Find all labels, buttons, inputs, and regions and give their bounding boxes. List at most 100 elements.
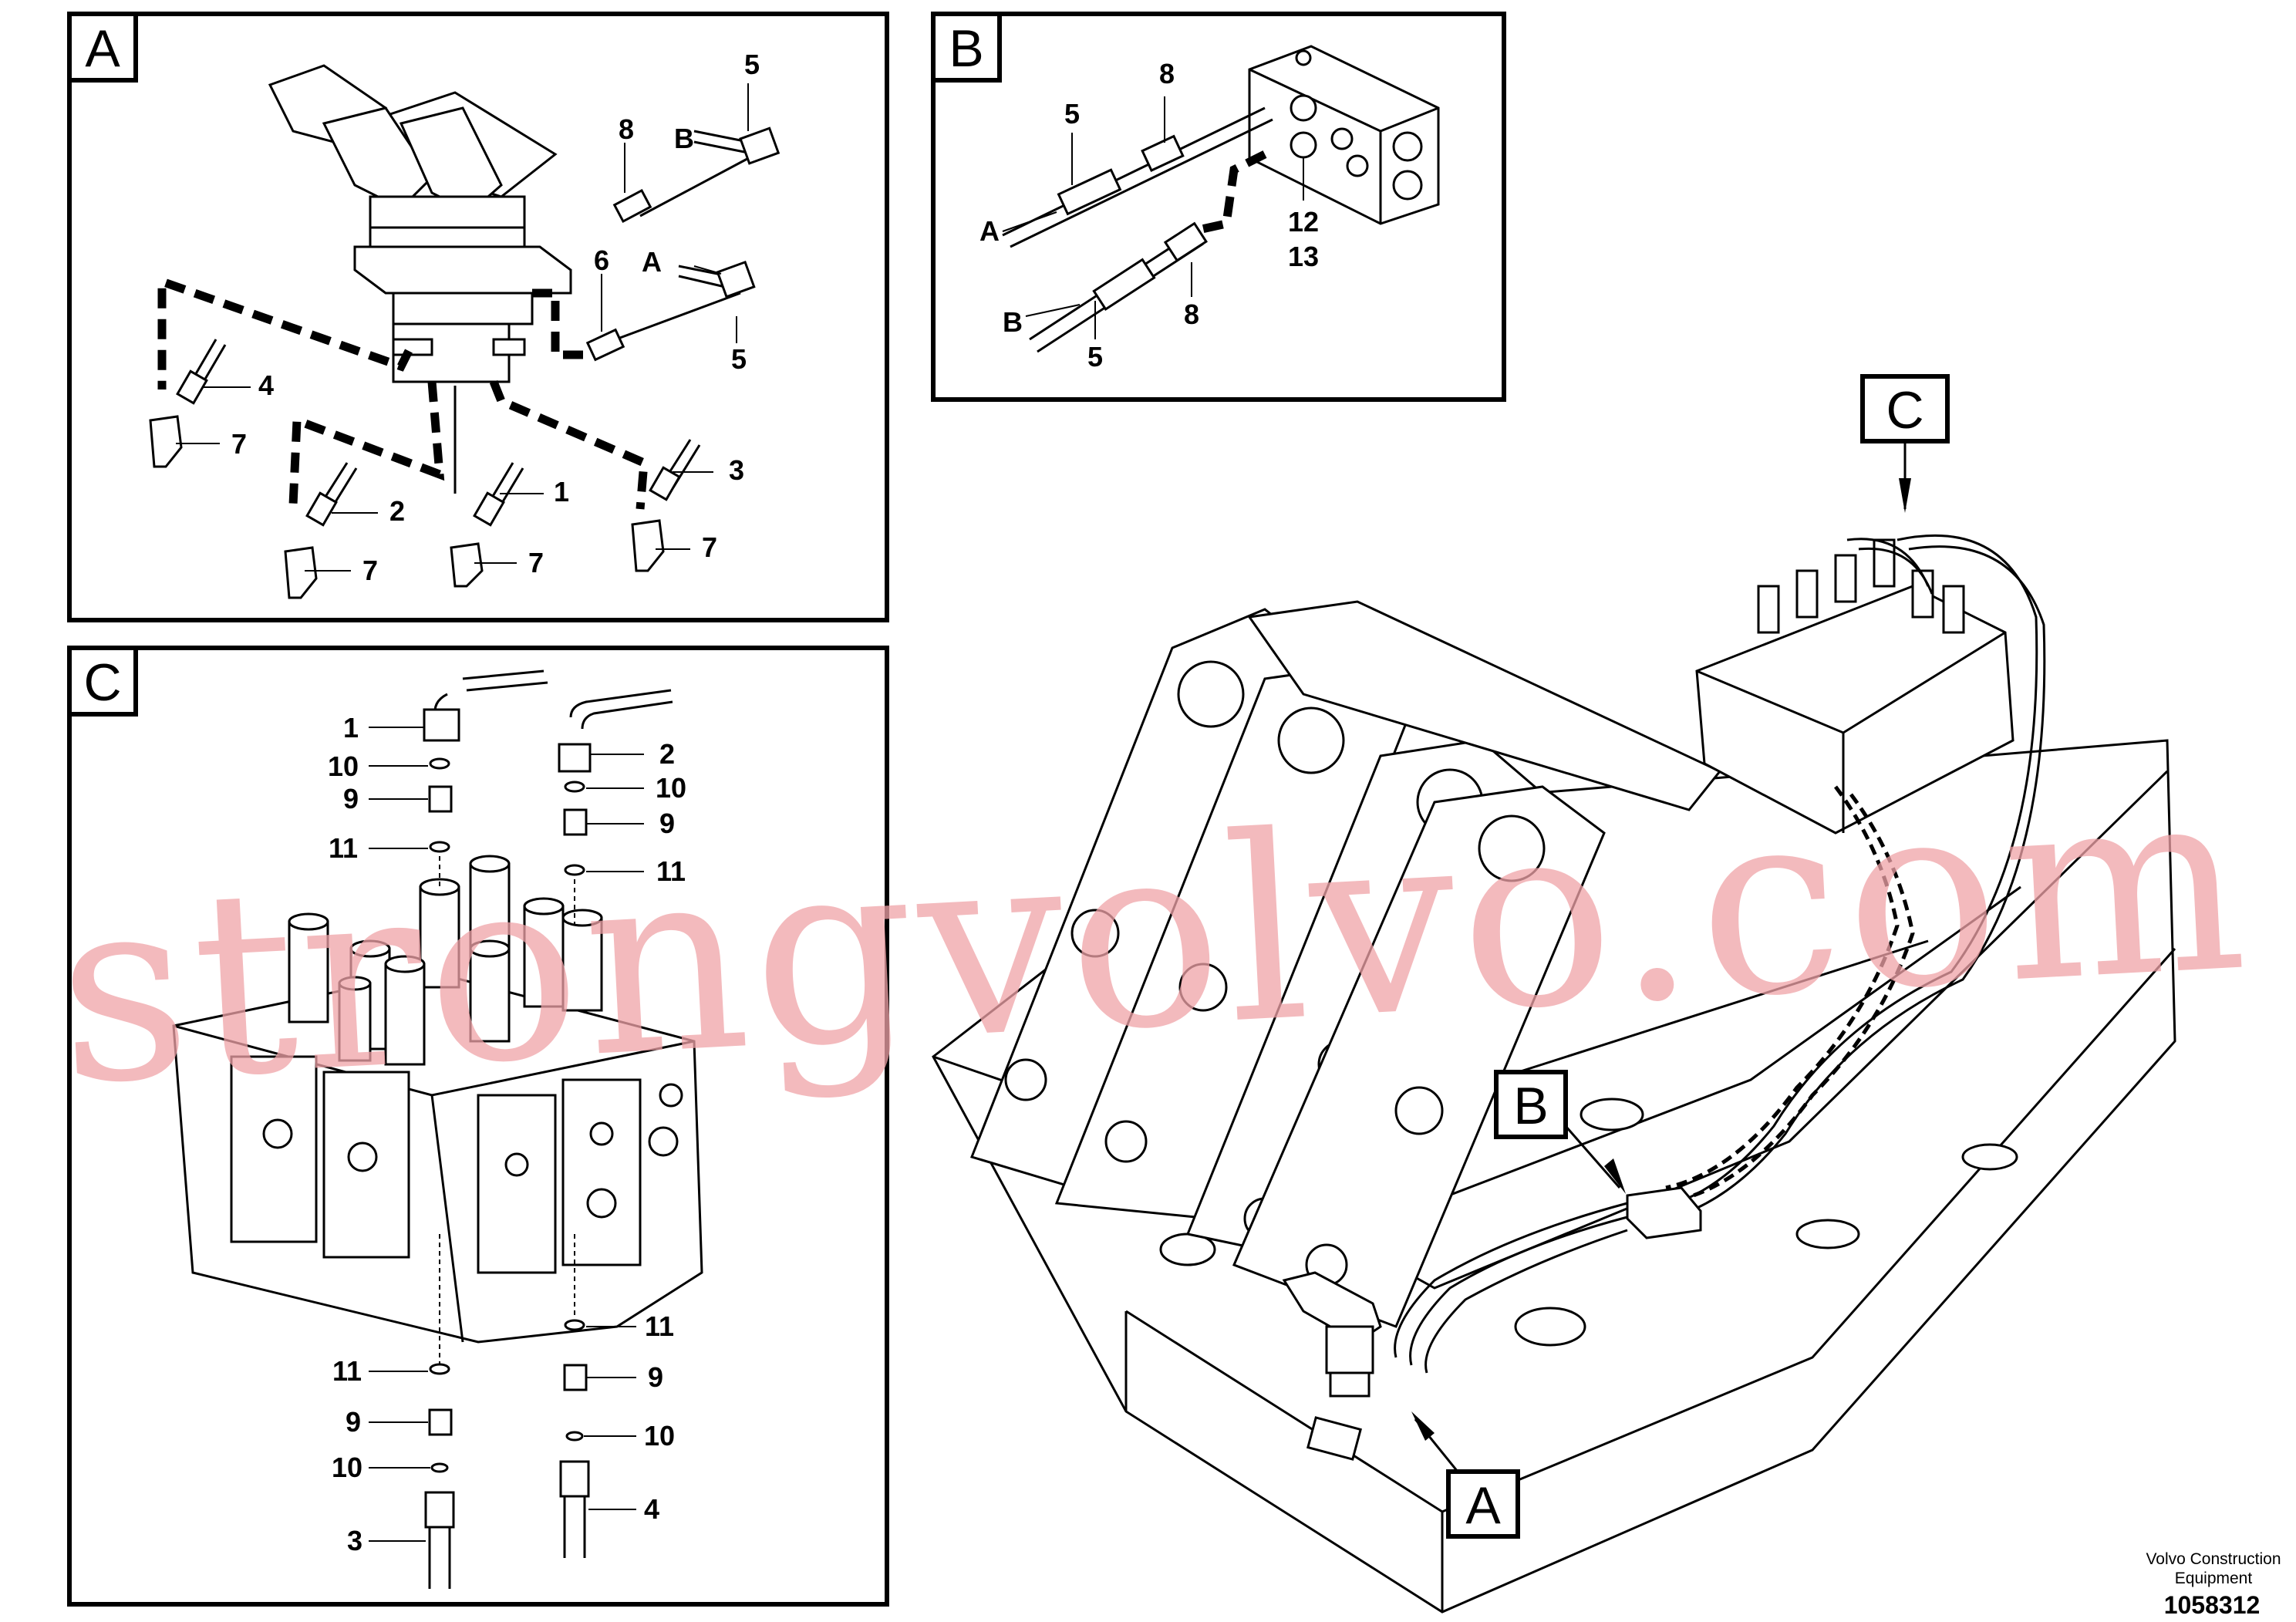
callout-c-10-lower-right: 10 [644, 1420, 675, 1452]
hose-end-5-upper [1057, 168, 1122, 216]
o-ring-10-lower-left [430, 1462, 449, 1473]
callout-b-8-bottom: 8 [1184, 298, 1199, 330]
callout-a-b: B [674, 123, 694, 154]
marker-a-label: A [1465, 1476, 1501, 1535]
o-ring-11-upper-right [564, 864, 585, 876]
adapter-9-upper-left [428, 785, 453, 813]
callout-c-10-upper-right: 10 [656, 772, 686, 804]
callout-a-7-mid-left: 7 [362, 555, 378, 586]
callout-c-2: 2 [659, 738, 675, 770]
adapter-8-upper [1141, 134, 1185, 172]
overview-junction-block [1626, 1186, 1702, 1239]
callout-b-8-top: 8 [1159, 58, 1175, 89]
hose-assembly-1 [450, 462, 524, 588]
hose-assembly-3 [631, 439, 701, 572]
o-ring-10-upper-left [429, 757, 450, 770]
adapter-9-lower-left [428, 1408, 453, 1436]
hose-end-2 [558, 743, 592, 773]
adapter-fitting-6 [585, 328, 625, 362]
marker-c-box [1860, 374, 1950, 443]
callout-c-9-upper-right: 9 [659, 808, 675, 839]
overview-control-valve [1695, 538, 2014, 835]
adapter-9-upper-right [563, 808, 588, 836]
marker-c-label: C [1886, 381, 1923, 440]
o-ring-11-upper-left [429, 841, 450, 853]
callout-c-9-lower-left: 9 [346, 1406, 361, 1438]
hose-end-b [739, 126, 781, 165]
hose-line-b [639, 153, 757, 218]
adapter-8-lower [1163, 221, 1208, 262]
marker-a-box [1446, 1469, 1520, 1539]
callout-c-3: 3 [347, 1525, 362, 1556]
boom-brackets [970, 600, 1722, 1328]
callout-a-7-right: 7 [702, 531, 717, 563]
o-ring-10-lower-right [565, 1431, 584, 1442]
panel-c-leaders [369, 727, 644, 1542]
hose-end-1 [423, 708, 460, 742]
panel-c-letter: C [83, 653, 121, 712]
callout-b-12: 12 [1288, 206, 1319, 238]
adapter-fitting-8 [612, 188, 652, 224]
hose-run-4 [157, 275, 413, 389]
adapter-9-lower-right [563, 1364, 588, 1391]
panel-b-letter: B [949, 19, 983, 78]
callout-a-7-left: 7 [231, 428, 247, 460]
callout-a-8: 8 [619, 113, 634, 145]
company-name-line2: Equipment [2175, 1570, 2253, 1587]
o-ring-11-lower-right [564, 1319, 585, 1331]
overview-hoses [1394, 534, 2046, 1374]
callout-c-11-upper-left: 11 [329, 832, 358, 864]
marker-b-box [1494, 1070, 1568, 1139]
panel-a-letter: A [85, 19, 120, 78]
hose-line-a [605, 292, 741, 345]
hose-end-3 [424, 1491, 455, 1529]
callout-a-a: A [642, 246, 662, 278]
o-ring-10-upper-right [564, 781, 585, 793]
callout-a-3: 3 [729, 454, 744, 486]
marker-c-arrow [1899, 478, 1911, 513]
overview-pedal-valve [1282, 1271, 1382, 1398]
marker-a-arrow [1411, 1411, 1435, 1441]
drawing-part-number: 1058312 [2164, 1591, 2261, 1619]
callout-a-1: 1 [554, 476, 569, 508]
panel-a-leaders [176, 83, 749, 572]
hose-assembly-4 [149, 339, 227, 468]
hose-end-a [716, 260, 756, 298]
callout-c-9-upper-left: 9 [343, 783, 359, 814]
callout-c-9-lower-right: 9 [648, 1361, 663, 1393]
hose-run-b [1190, 150, 1267, 236]
callout-a-5-top: 5 [744, 49, 760, 80]
pedal-valve-drawing [268, 64, 572, 383]
callout-a-6: 6 [594, 244, 609, 276]
panel-a: A [67, 12, 889, 622]
machine-overview: C B A [932, 374, 2176, 1614]
callout-a-7-mid-right: 7 [528, 547, 544, 578]
callout-c-4: 4 [644, 1493, 659, 1525]
hose-end-5-lower [1092, 258, 1156, 311]
callout-c-11-lower-right: 11 [645, 1310, 674, 1342]
company-name-line1: Volvo Construction [2146, 1550, 2281, 1568]
callout-b-5-bottom: 5 [1087, 341, 1103, 373]
callout-b-b: B [1003, 306, 1023, 338]
callout-a-2: 2 [389, 495, 405, 527]
callout-a-4: 4 [258, 369, 274, 401]
callout-c-10-upper-left: 10 [328, 750, 359, 782]
callout-c-10-lower-left: 10 [332, 1452, 362, 1483]
hose-run-2 [288, 381, 445, 506]
callout-b-5-top: 5 [1064, 98, 1080, 130]
hose-assembly-2 [284, 462, 358, 599]
hose-run-6 [532, 288, 594, 359]
callout-a-5-bottom: 5 [731, 343, 747, 375]
hose-end-4 [559, 1460, 590, 1498]
hose-run-3 [489, 379, 649, 510]
callout-c-1: 1 [343, 712, 359, 744]
marker-b-label: B [1513, 1077, 1548, 1135]
callout-c-11-upper-right: 11 [656, 855, 686, 887]
callout-b-a: A [979, 215, 1000, 247]
panel-b: B 8 [931, 12, 1506, 402]
callout-b-13: 13 [1288, 241, 1319, 272]
callout-c-11-lower-left: 11 [332, 1355, 362, 1387]
junction-block-drawing [1248, 45, 1440, 225]
panel-b-leaders [1002, 96, 1304, 339]
